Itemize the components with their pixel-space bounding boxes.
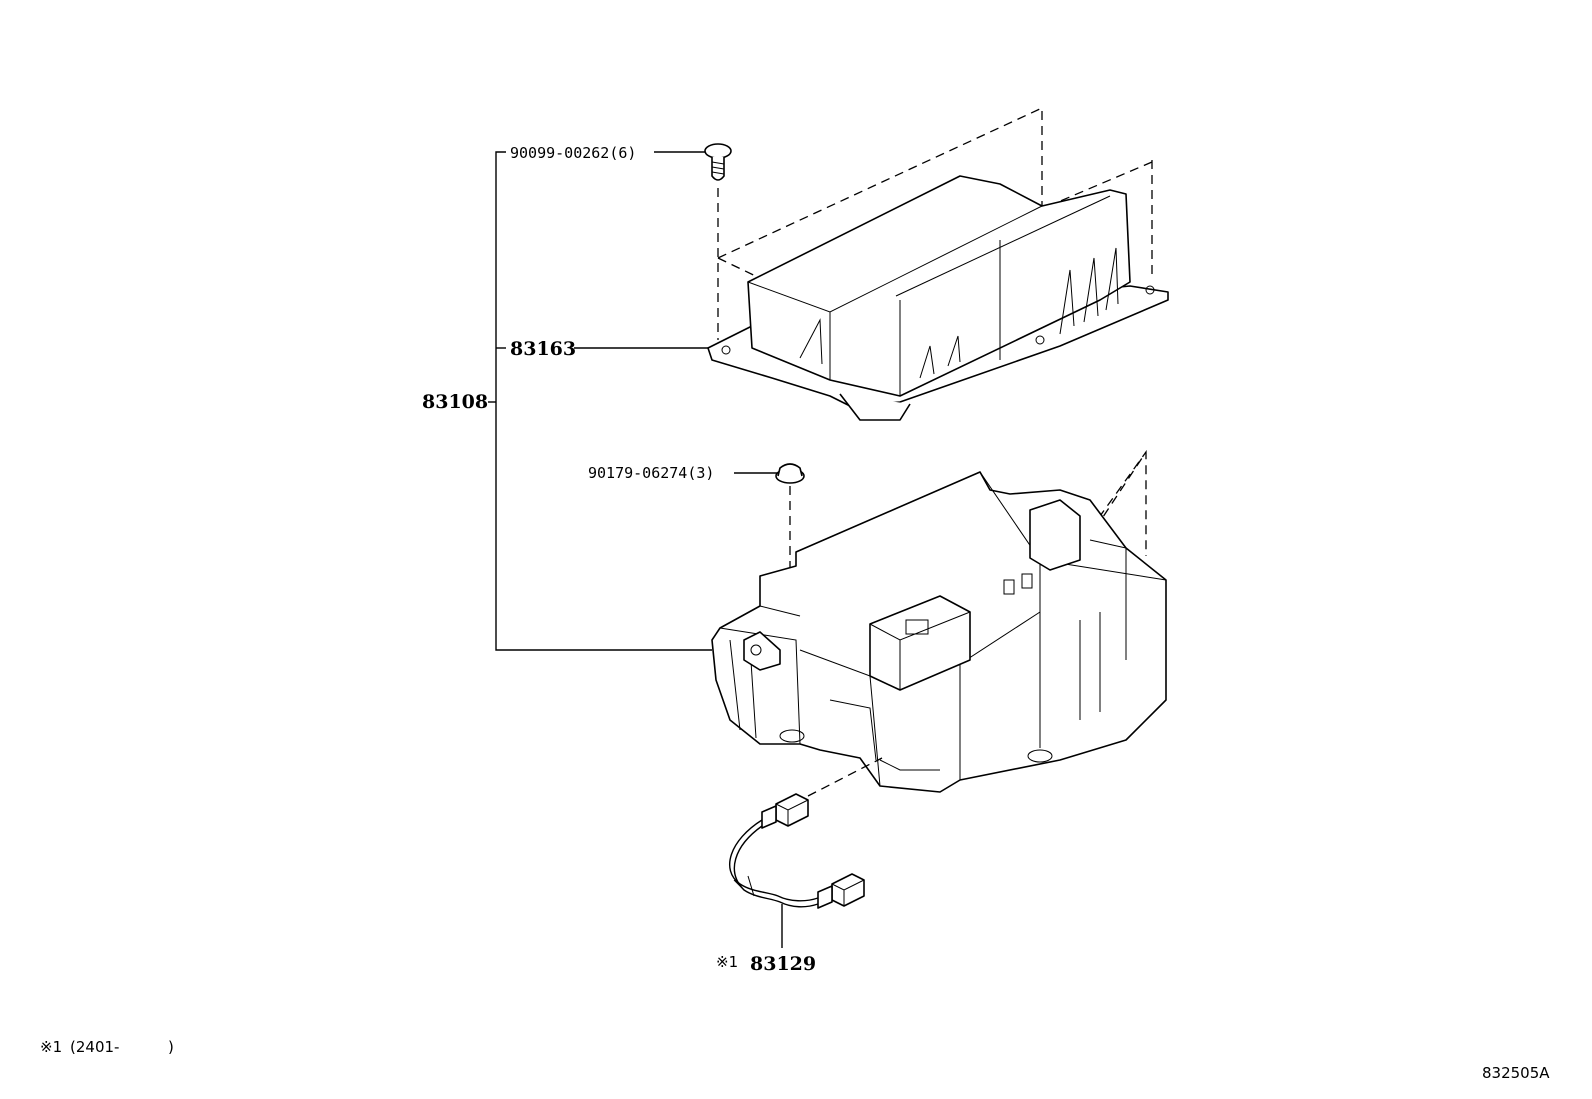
harness-part-number[interactable]: 83129 bbox=[750, 953, 816, 975]
lower-case-83108 bbox=[711, 449, 1167, 793]
footnote-range: (2401- bbox=[70, 1038, 119, 1056]
wire-harness-icon bbox=[729, 757, 883, 909]
assembly-part-number[interactable]: 83108 bbox=[422, 391, 488, 413]
footnote-close: ) bbox=[168, 1038, 174, 1056]
upper-cover-83163 bbox=[707, 106, 1169, 421]
clip-icon bbox=[775, 463, 805, 484]
screw-part-number[interactable]: 90099-00262(6) bbox=[510, 144, 636, 162]
harness-footnote-marker: ※1 bbox=[716, 953, 738, 971]
footnote-marker: ※1 bbox=[40, 1038, 62, 1056]
screw-icon bbox=[704, 143, 732, 181]
clip-part-number[interactable]: 90179-06274(3) bbox=[588, 464, 714, 482]
illustration-code: 832505A bbox=[1482, 1064, 1550, 1082]
cover-part-number[interactable]: 83163 bbox=[510, 338, 576, 360]
assembly-bracket bbox=[488, 151, 712, 651]
